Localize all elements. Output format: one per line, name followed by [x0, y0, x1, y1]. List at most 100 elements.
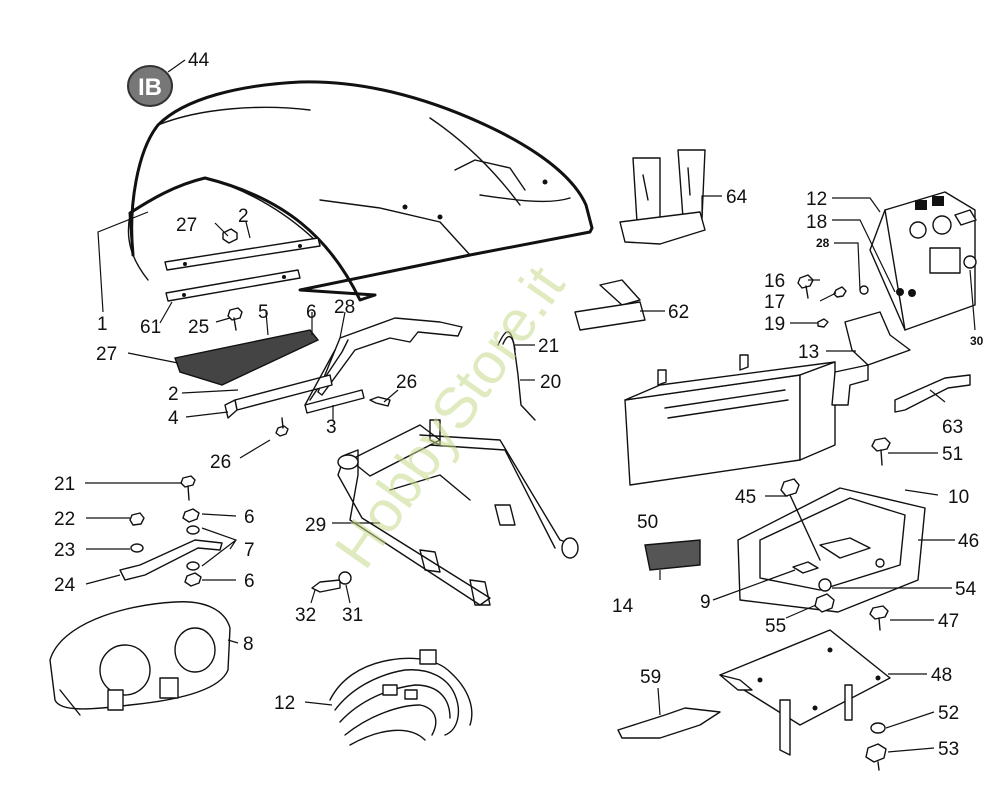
pad-50 — [644, 539, 701, 571]
nut-53 — [865, 743, 887, 771]
callout-10: 10 — [948, 487, 969, 508]
callout-63: 63 — [942, 417, 963, 438]
bracket-13 — [831, 311, 911, 406]
callout-5: 5 — [258, 302, 269, 323]
callout-27-plate: 27 — [96, 344, 117, 365]
callout-3: 3 — [326, 417, 337, 438]
bolt-32 — [311, 579, 341, 593]
washer-7 — [186, 525, 200, 571]
callout-22: 22 — [54, 509, 75, 530]
frame-29 — [337, 419, 579, 606]
watermark-text: HobbyStore.it — [322, 254, 577, 579]
battery-base-48 — [719, 629, 891, 756]
nut-55 — [814, 578, 835, 613]
washer-23 — [130, 543, 144, 553]
dashboard-8 — [49, 601, 231, 716]
callout-64: 64 — [726, 187, 748, 208]
callout-28-bracket: 28 — [334, 297, 355, 318]
bracket-4 — [224, 374, 333, 419]
bracket-63 — [894, 374, 971, 413]
callout-53: 53 — [938, 739, 959, 760]
callout-32: 32 — [295, 605, 316, 626]
washer-52 — [870, 722, 886, 734]
bolt-47 — [869, 605, 889, 631]
callout-13: 13 — [798, 342, 819, 363]
callout-1: 1 — [97, 314, 108, 335]
callout-30: 30 — [970, 334, 984, 348]
nut-6b — [184, 572, 202, 587]
callout-51: 51 — [942, 444, 963, 465]
callout-62: 62 — [668, 302, 689, 323]
callout-24: 24 — [54, 575, 76, 596]
seat-bracket-64 — [619, 149, 706, 245]
hood-strip-61 — [165, 269, 301, 302]
callout-7: 7 — [244, 540, 255, 561]
wiring-harness-12 — [329, 649, 473, 746]
hood-strip-2 — [164, 228, 321, 271]
callout-44: 44 — [188, 50, 210, 71]
switch-panel — [869, 191, 977, 331]
callout-27-hood: 27 — [176, 215, 197, 236]
hood-part — [127, 80, 594, 302]
leader-lines — [85, 59, 976, 753]
screw-16 — [797, 274, 814, 299]
callout-2-plate: 2 — [168, 384, 179, 405]
bolt-51 — [871, 437, 891, 466]
callout-8: 8 — [243, 634, 254, 655]
callout-4: 4 — [168, 408, 179, 429]
callout-labels: 44 1 61 27 2 25 5 6 28 27 2 4 3 26 26 21… — [54, 50, 984, 760]
callout-9: 9 — [700, 592, 711, 613]
bracket-3 — [304, 349, 365, 414]
callout-12-panel: 12 — [806, 189, 827, 210]
bolt-25 — [227, 307, 243, 331]
callout-45: 45 — [735, 487, 756, 508]
svg-text:IB: IB — [138, 74, 162, 101]
callout-25: 25 — [188, 317, 209, 338]
callout-61: 61 — [140, 317, 161, 338]
callout-47: 47 — [938, 611, 959, 632]
callout-21-bolt: 21 — [54, 474, 75, 495]
callout-50: 50 — [637, 512, 658, 533]
callout-29: 29 — [305, 515, 326, 536]
callout-12-harness: 12 — [274, 693, 295, 714]
callout-48: 48 — [931, 665, 952, 686]
screw-22 — [129, 512, 145, 526]
callout-54: 54 — [955, 579, 977, 600]
nut-6a — [182, 508, 200, 523]
callout-6-upper: 6 — [244, 507, 255, 528]
callout-55: 55 — [765, 616, 786, 637]
bolt-26a — [369, 396, 391, 407]
washer-31 — [338, 571, 352, 585]
callout-46: 46 — [958, 531, 979, 552]
callout-23: 23 — [54, 540, 75, 561]
battery — [624, 354, 836, 486]
bolt-21 — [180, 475, 196, 501]
callout-6-bracket: 6 — [306, 302, 317, 323]
callout-14: 14 — [612, 596, 634, 617]
washer-17 — [833, 285, 869, 298]
bolt-26b — [275, 417, 289, 437]
callout-31: 31 — [342, 605, 363, 626]
bracket-62 — [574, 279, 646, 331]
callout-20: 20 — [540, 372, 561, 393]
cable-20 — [497, 331, 536, 421]
bolt-45 — [780, 478, 821, 561]
callout-2-hood: 2 — [238, 206, 249, 227]
callout-16: 16 — [764, 271, 785, 292]
callout-19: 19 — [764, 314, 785, 335]
logo-badge: IB — [127, 65, 173, 107]
strap-59 — [617, 707, 721, 739]
callout-59: 59 — [640, 667, 661, 688]
callout-17: 17 — [764, 292, 785, 313]
clip-19 — [817, 318, 829, 328]
callout-6-lower: 6 — [244, 571, 255, 592]
callout-21-cable: 21 — [538, 336, 559, 357]
plate-5 — [174, 329, 320, 386]
bracket-24 — [119, 539, 223, 581]
callout-28-panel: 28 — [816, 236, 830, 250]
battery-tray — [737, 487, 926, 613]
callout-52: 52 — [938, 703, 959, 724]
callout-26-upper: 26 — [396, 372, 417, 393]
